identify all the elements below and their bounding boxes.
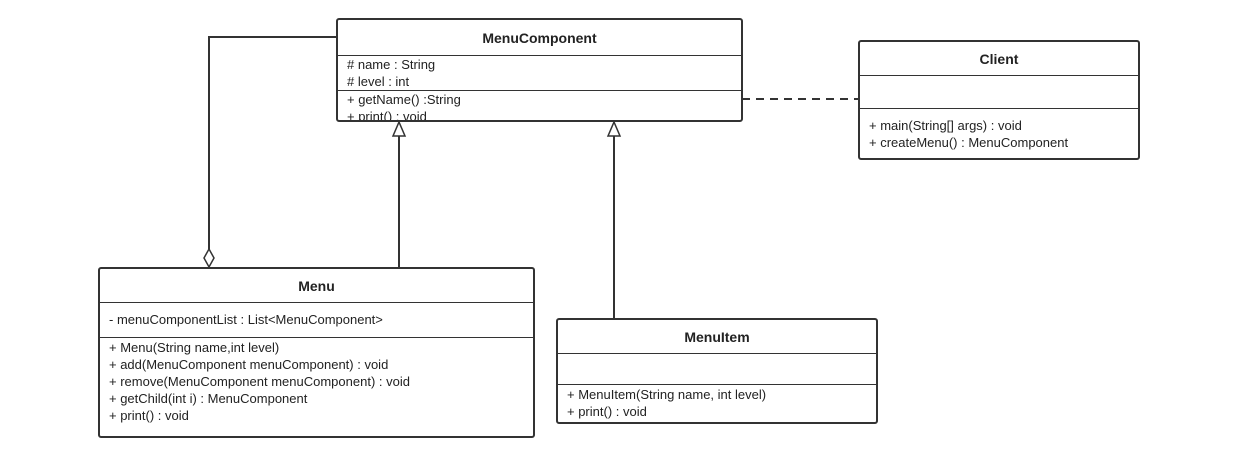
attribute: # level : int xyxy=(347,74,410,89)
aggregation-diamond xyxy=(203,247,215,269)
method: + getName() :String xyxy=(347,92,461,107)
attributes-section xyxy=(860,76,1138,108)
class-name: MenuComponent xyxy=(338,20,741,56)
generalization-arrow-menuitem xyxy=(606,120,622,137)
method: + createMenu() : MenuComponent xyxy=(869,135,1069,150)
method: + Menu(String name,int level) xyxy=(109,340,280,355)
methods-section: + main(String[] args) : void + createMen… xyxy=(860,108,1138,158)
method: + remove(MenuComponent menuComponent) : … xyxy=(109,374,410,389)
method: + add(MenuComponent menuComponent) : voi… xyxy=(109,357,389,372)
class-client[interactable]: Client + main(String[] args) : void + cr… xyxy=(858,40,1140,160)
class-menucomponent[interactable]: MenuComponent # name : String # level : … xyxy=(336,18,743,122)
attributes-section: # name : String # level : int xyxy=(338,56,741,90)
methods-section: + MenuItem(String name, int level) + pri… xyxy=(558,384,876,422)
generalization-arrow-menu xyxy=(391,120,407,137)
attributes-section: - menuComponentList : List<MenuComponent… xyxy=(100,303,533,337)
method: + print() : void xyxy=(347,109,427,122)
class-name: Menu xyxy=(100,269,533,303)
aggregation-line xyxy=(208,36,337,249)
methods-section: + Menu(String name,int level) + add(Menu… xyxy=(100,337,533,436)
class-name: MenuItem xyxy=(558,320,876,354)
attributes-section xyxy=(558,354,876,384)
method: + getChild(int i) : MenuComponent xyxy=(109,391,308,406)
methods-section: + getName() :String + print() : void xyxy=(338,90,741,120)
class-menu[interactable]: Menu - menuComponentList : List<MenuComp… xyxy=(98,267,535,438)
method: + main(String[] args) : void xyxy=(869,118,1022,133)
method: + print() : void xyxy=(567,404,647,419)
attribute: # name : String xyxy=(347,57,436,72)
class-name: Client xyxy=(860,42,1138,76)
attribute: - menuComponentList : List<MenuComponent… xyxy=(109,312,383,327)
method: + MenuItem(String name, int level) xyxy=(567,387,767,402)
method: + print() : void xyxy=(109,408,189,423)
class-menuitem[interactable]: MenuItem + MenuItem(String name, int lev… xyxy=(556,318,878,424)
